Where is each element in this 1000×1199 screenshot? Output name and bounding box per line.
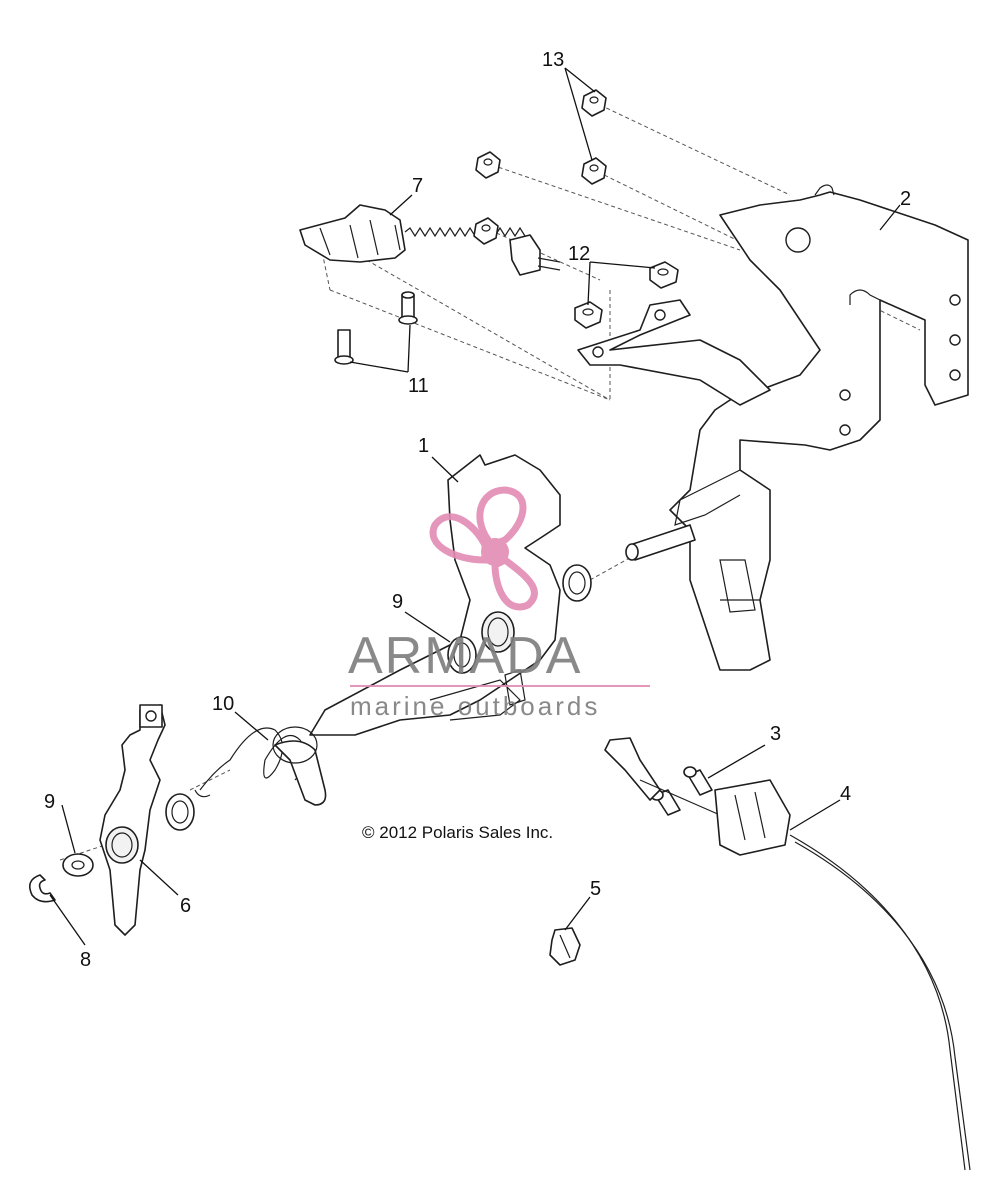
callout-5: 5 [590, 878, 601, 900]
bushing-near-arm [165, 793, 195, 831]
part-4-cable [604, 737, 971, 1171]
part-5-clip [549, 927, 581, 966]
watermark-brand: ARMADA [348, 627, 582, 685]
part-2-mounting-bracket [625, 184, 969, 671]
part-13-nuts [473, 89, 607, 245]
callout-9-lower: 9 [44, 791, 55, 813]
leader-lines [49, 67, 901, 946]
callout-10: 10 [212, 693, 234, 715]
callout-2: 2 [900, 188, 911, 210]
armada-watermark: ARMADA marine outboards [348, 486, 650, 721]
part-8-e-clip [29, 874, 56, 903]
part-3-pins [650, 766, 713, 816]
callout-12: 12 [568, 243, 590, 265]
part-9-bushing-upper [447, 636, 477, 674]
part-1-lever [309, 454, 561, 736]
callout-7: 7 [412, 175, 423, 197]
callout-11: 11 [408, 375, 429, 397]
part-12-nuts [574, 261, 679, 329]
callout-9-upper: 9 [392, 591, 403, 613]
part-11-pins [334, 291, 418, 365]
propeller-logo-icon [429, 486, 538, 611]
callout-labels: 1 2 3 4 5 6 7 8 9 9 10 11 12 13 [44, 49, 911, 971]
part-10-torsion-spring [194, 726, 327, 806]
mounting-plate [577, 299, 771, 406]
part-6-arm [99, 704, 166, 936]
bushing-near-shaft [562, 564, 592, 602]
callout-4: 4 [840, 783, 851, 805]
callout-13: 13 [542, 49, 564, 71]
callout-3: 3 [770, 723, 781, 745]
callout-6: 6 [180, 895, 191, 917]
watermark-tagline: marine outboards [350, 691, 600, 721]
part-9-washer-lower [62, 853, 94, 877]
callout-8: 8 [80, 949, 91, 971]
callout-1: 1 [418, 435, 429, 457]
copyright-notice: © 2012 Polaris Sales Inc. [362, 823, 553, 842]
part-7-switch-assembly [299, 204, 561, 276]
